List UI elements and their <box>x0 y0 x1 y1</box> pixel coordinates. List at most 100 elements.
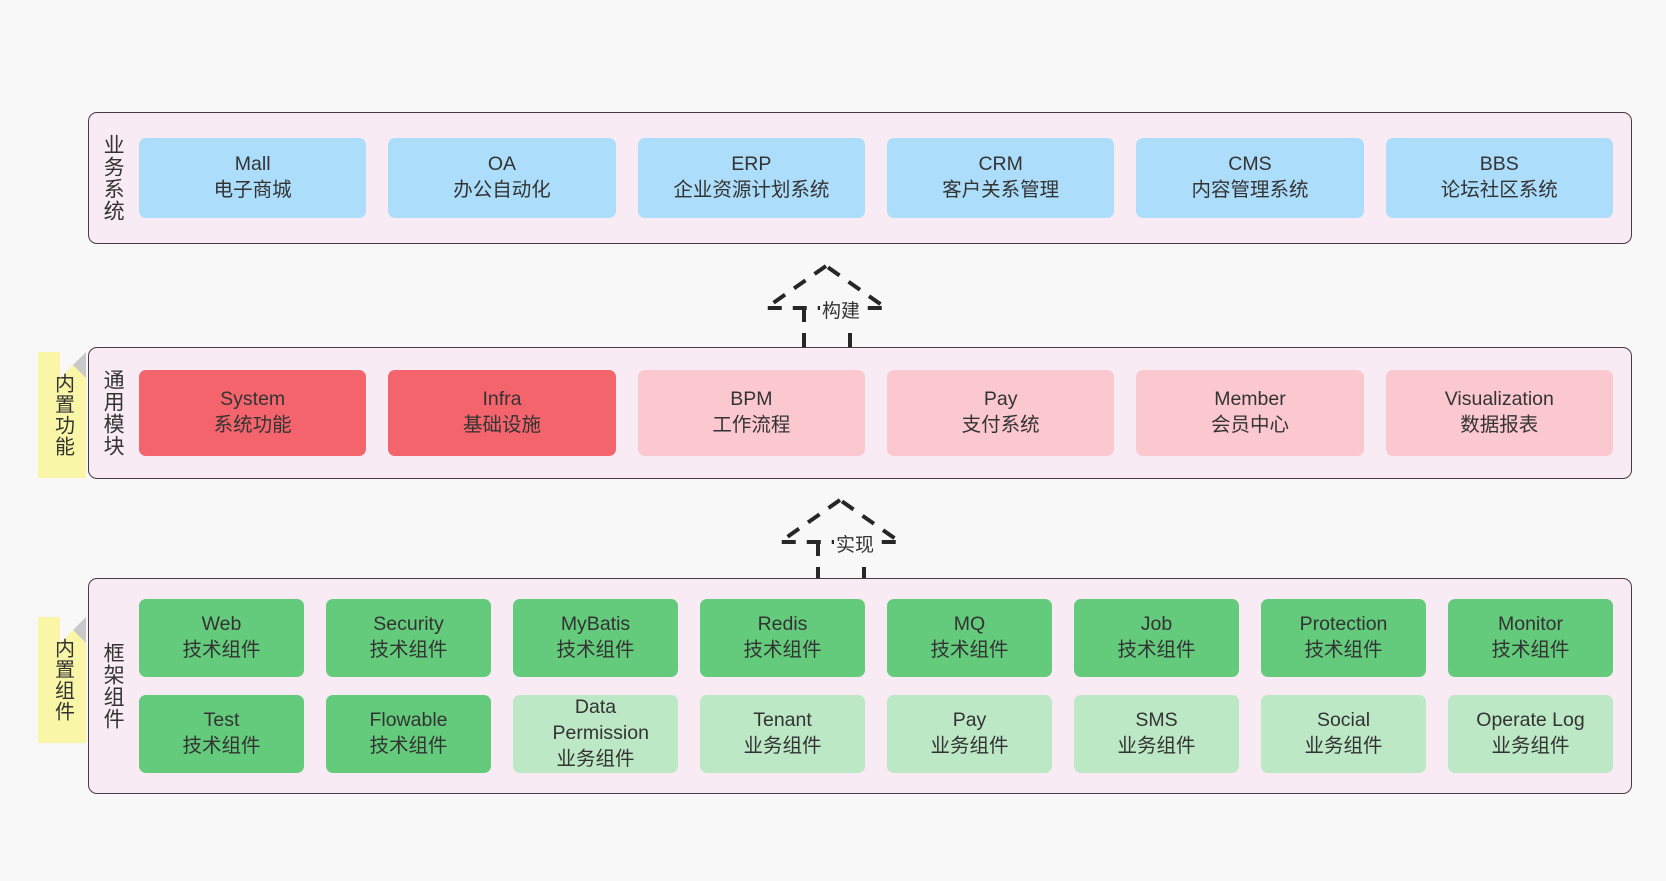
card-mall[interactable]: Mall 电子商城 <box>139 138 367 218</box>
card-subtitle: 论坛社区系统 <box>1440 179 1558 201</box>
card-subtitle: 技术组件 <box>1491 639 1570 661</box>
card-subtitle: 技术组件 <box>369 735 448 757</box>
card-title: Redis <box>757 613 808 636</box>
card-title: Monitor <box>1497 613 1564 636</box>
layer-body-business-systems: Mall 电子商城 OA 办公自动化 ERP 企业资源计划系统 CRM 客户关系… <box>135 113 1631 243</box>
card-title: Social <box>1316 709 1371 732</box>
card-title: Flowable <box>369 709 448 732</box>
card-job[interactable]: Job 技术组件 <box>1074 599 1239 677</box>
card-subtitle: 技术组件 <box>930 639 1009 661</box>
card-erp[interactable]: ERP 企业资源计划系统 <box>637 138 865 218</box>
card-title: Member <box>1214 388 1286 411</box>
card-mybatis[interactable]: MyBatis 技术组件 <box>513 599 678 677</box>
card-title: Infra <box>482 388 522 411</box>
card-subtitle: 客户关系管理 <box>942 179 1060 201</box>
layer-body-common-modules: System 系统功能 Infra 基础设施 BPM 工作流程 Pay 支付系统… <box>135 348 1631 478</box>
card-subtitle: 基础设施 <box>462 414 541 436</box>
card-pay-module[interactable]: Pay 支付系统 <box>886 370 1115 456</box>
card-subtitle: 业务组件 <box>1117 735 1196 757</box>
layer-framework-components: 框架组件 Web 技术组件 Security 技术组件 MyBatis 技术组件… <box>88 578 1632 794</box>
card-subtitle: 技术组件 <box>182 735 261 757</box>
card-subtitle: 业务组件 <box>930 735 1009 757</box>
card-subtitle: 技术组件 <box>369 639 448 661</box>
card-subtitle: 技术组件 <box>182 639 261 661</box>
card-title: Job <box>1140 613 1173 636</box>
card-title: CMS <box>1228 153 1272 176</box>
card-title: System <box>220 388 286 411</box>
connector-build: 构建 <box>758 258 908 348</box>
card-title: Pay <box>983 388 1018 411</box>
card-social[interactable]: Social 业务组件 <box>1261 695 1426 773</box>
card-subtitle: 技术组件 <box>1117 639 1196 661</box>
card-crm[interactable]: CRM 客户关系管理 <box>886 138 1115 218</box>
card-subtitle: 数据报表 <box>1460 414 1539 436</box>
card-cms[interactable]: CMS 内容管理系统 <box>1136 138 1364 218</box>
card-subtitle: 技术组件 <box>556 639 635 661</box>
card-visualization[interactable]: Visualization 数据报表 <box>1385 370 1613 456</box>
card-title: Mall <box>234 153 271 176</box>
card-redis[interactable]: Redis 技术组件 <box>700 599 865 677</box>
card-row: Web 技术组件 Security 技术组件 MyBatis 技术组件 Redi… <box>139 599 1613 677</box>
card-subtitle: 企业资源计划系统 <box>673 179 830 201</box>
card-system[interactable]: System 系统功能 <box>139 370 367 456</box>
card-title: Web <box>201 613 242 636</box>
layer-business-systems: 业务系统 Mall 电子商城 OA 办公自动化 ERP 企业资源计划系统 CRM… <box>88 112 1632 244</box>
card-flowable[interactable]: Flowable 技术组件 <box>326 695 491 773</box>
card-title: Protection <box>1299 613 1388 636</box>
card-oa[interactable]: OA 办公自动化 <box>388 138 616 218</box>
card-subtitle: 业务组件 <box>1491 735 1570 757</box>
card-member[interactable]: Member 会员中心 <box>1136 370 1364 456</box>
card-subtitle: 技术组件 <box>743 639 822 661</box>
layer-body-framework-components: Web 技术组件 Security 技术组件 MyBatis 技术组件 Redi… <box>135 579 1631 793</box>
card-title: MyBatis <box>560 613 631 636</box>
card-title: Visualization <box>1444 388 1554 411</box>
card-subtitle: 系统功能 <box>213 414 292 436</box>
card-operate-log[interactable]: Operate Log 业务组件 <box>1448 695 1613 773</box>
card-title: Security <box>373 613 444 636</box>
card-title: Operate Log <box>1476 709 1585 732</box>
card-title: MQ <box>953 613 986 636</box>
card-title: BPM <box>730 388 773 411</box>
card-subtitle: 业务组件 <box>1304 735 1383 757</box>
card-title: Tenant <box>753 709 812 732</box>
layer-title-business-systems: 业务系统 <box>101 134 125 222</box>
card-subtitle: 业务组件 <box>556 747 635 770</box>
card-row: Mall 电子商城 OA 办公自动化 ERP 企业资源计划系统 CRM 客户关系… <box>139 138 1613 218</box>
card-subtitle: 技术组件 <box>1304 639 1383 661</box>
card-subtitle: 业务组件 <box>743 735 822 757</box>
card-subtitle: 内容管理系统 <box>1191 179 1309 201</box>
card-subtitle: 支付系统 <box>961 414 1040 436</box>
card-subtitle: 办公自动化 <box>453 179 551 201</box>
sticky-note-builtin-components: 内置组件 <box>38 617 86 743</box>
card-mq[interactable]: MQ 技术组件 <box>887 599 1052 677</box>
card-title: ERP <box>731 153 772 176</box>
card-title: SMS <box>1135 709 1178 732</box>
card-test[interactable]: Test 技术组件 <box>139 695 304 773</box>
layer-title-framework-components: 框架组件 <box>101 642 125 730</box>
layer-title-common-modules: 通用模块 <box>101 369 125 457</box>
card-title: Test <box>203 709 240 732</box>
card-pay-component[interactable]: Pay 业务组件 <box>887 695 1052 773</box>
connector-build-label: 构建 <box>820 296 863 323</box>
card-bbs[interactable]: BBS 论坛社区系统 <box>1385 138 1613 218</box>
card-web[interactable]: Web 技术组件 <box>139 599 304 677</box>
card-subtitle: 工作流程 <box>712 414 791 436</box>
layer-common-modules: 通用模块 System 系统功能 Infra 基础设施 BPM 工作流程 Pay… <box>88 347 1632 479</box>
card-sms[interactable]: SMS 业务组件 <box>1074 695 1239 773</box>
card-monitor[interactable]: Monitor 技术组件 <box>1448 599 1613 677</box>
card-title: Data Permission <box>552 696 649 745</box>
card-title: BBS <box>1479 153 1519 176</box>
card-title: OA <box>487 153 517 176</box>
card-data-permission[interactable]: Data Permission 业务组件 <box>513 695 678 773</box>
card-bpm[interactable]: BPM 工作流程 <box>637 370 865 456</box>
card-security[interactable]: Security 技术组件 <box>326 599 491 677</box>
card-infra[interactable]: Infra 基础设施 <box>388 370 616 456</box>
card-tenant[interactable]: Tenant 业务组件 <box>700 695 865 773</box>
note-label: 内置组件 <box>51 638 74 722</box>
card-subtitle: 电子商城 <box>213 179 292 201</box>
card-row: Test 技术组件 Flowable 技术组件 Data Permission … <box>139 695 1613 773</box>
card-protection[interactable]: Protection 技术组件 <box>1261 599 1426 677</box>
connector-implement-label: 实现 <box>834 530 877 557</box>
sticky-note-builtin-functions: 内置功能 <box>38 352 86 478</box>
